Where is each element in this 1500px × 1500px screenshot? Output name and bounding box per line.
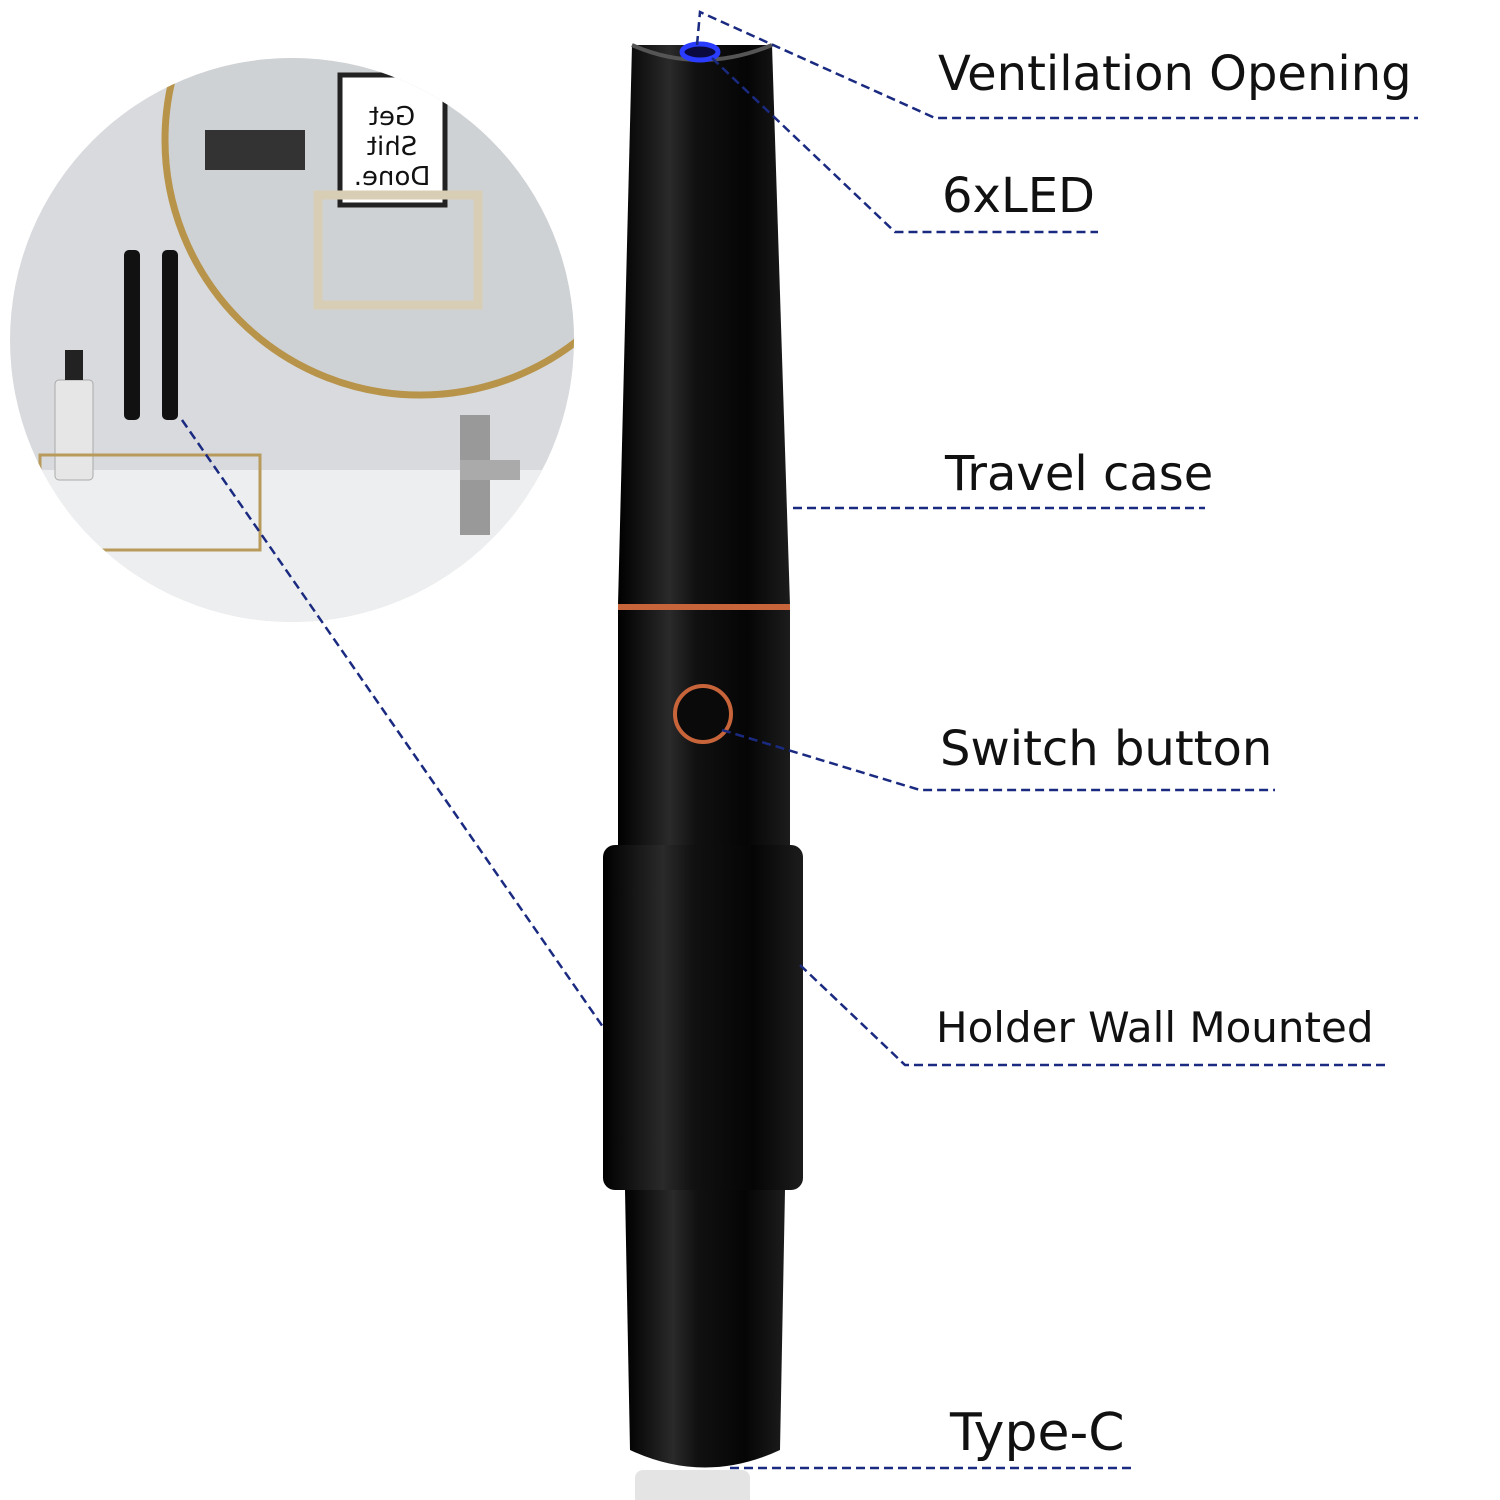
pen-device bbox=[603, 41, 803, 1500]
switch-button-icon bbox=[673, 684, 733, 744]
label-type-c: Type-C bbox=[950, 1403, 1125, 1463]
poster-text: Get bbox=[369, 102, 415, 132]
poster-text: Done. bbox=[354, 162, 431, 192]
travel-case-body bbox=[618, 45, 790, 605]
label-switch-button: Switch button bbox=[940, 721, 1273, 777]
label-ventilation-opening: Ventilation Opening bbox=[938, 46, 1412, 102]
bottom-section bbox=[625, 1190, 785, 1468]
leader-lines bbox=[180, 10, 1418, 1470]
copper-ring bbox=[618, 604, 790, 610]
poster-text: Shit bbox=[367, 132, 417, 162]
label-led: 6xLED bbox=[942, 168, 1095, 224]
led-ring-icon bbox=[679, 41, 721, 63]
bathroom-inset-photo: Get Shit Done. bbox=[10, 58, 574, 622]
label-holder-wall-mounted: Holder Wall Mounted bbox=[936, 1003, 1374, 1052]
label-travel-case: Travel case bbox=[945, 446, 1214, 502]
wall-holder bbox=[603, 845, 803, 1190]
